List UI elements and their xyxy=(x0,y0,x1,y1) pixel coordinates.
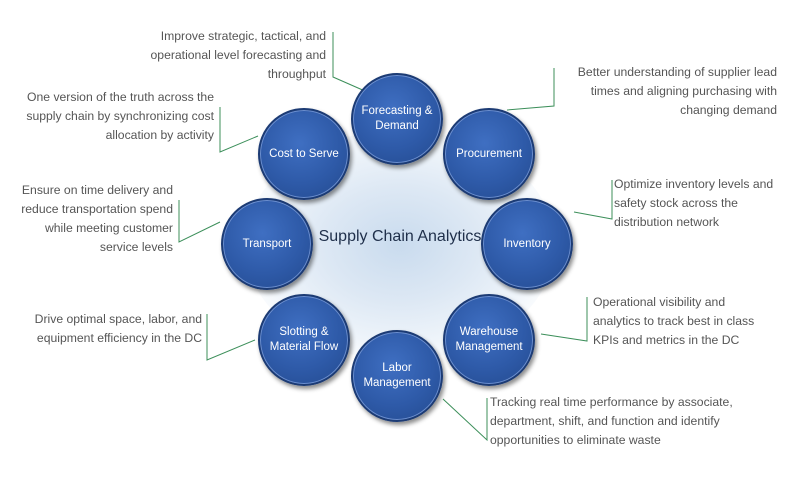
node-slotting-label: Slotting & Material Flow xyxy=(269,326,339,353)
connector-transport xyxy=(178,200,221,243)
node-labor[interactable]: Labor Management xyxy=(351,330,443,422)
callout-warehouse: Operational visibility and analytics to … xyxy=(593,295,755,347)
node-transport-label: Transport xyxy=(242,237,292,250)
node-cost[interactable]: Cost to Serve xyxy=(258,108,350,200)
node-inventory[interactable]: Inventory xyxy=(481,198,573,290)
node-procurement-label: Procurement xyxy=(456,147,522,160)
callout-slotting: Drive optimal space, labor, and equipmen… xyxy=(34,312,202,345)
callout-labor: Tracking real time performance by associ… xyxy=(490,395,733,447)
callout-forecasting: Improve strategic, tactical, and operati… xyxy=(150,29,326,81)
callout-inventory: Optimize inventory levels and safety sto… xyxy=(614,177,774,229)
node-transport[interactable]: Transport xyxy=(221,198,313,290)
center-title: Supply Chain Analytics xyxy=(318,228,482,245)
node-slotting[interactable]: Slotting & Material Flow xyxy=(258,294,350,386)
node-procurement[interactable]: Procurement xyxy=(443,108,535,200)
node-labor-label: Labor Management xyxy=(363,362,431,389)
node-warehouse-label: Warehouse Management xyxy=(455,326,523,353)
connector-slotting xyxy=(206,314,256,361)
connector-procurement xyxy=(506,68,555,111)
connector-cost xyxy=(219,107,259,153)
node-cost-label: Cost to Serve xyxy=(269,147,339,160)
connector-labor xyxy=(442,398,488,442)
node-forecasting[interactable]: Forecasting & Demand xyxy=(351,73,443,165)
connector-warehouse xyxy=(540,297,588,342)
callout-procurement: Better understanding of supplier lead ti… xyxy=(577,65,777,117)
callout-cost: One version of the truth across the supp… xyxy=(26,90,214,142)
node-inventory-label: Inventory xyxy=(503,237,551,250)
node-warehouse[interactable]: Warehouse Management xyxy=(443,294,535,386)
node-forecasting-label: Forecasting & Demand xyxy=(361,105,433,132)
connector-inventory xyxy=(573,180,613,220)
callout-transport: Ensure on time delivery and reduce trans… xyxy=(21,183,173,254)
